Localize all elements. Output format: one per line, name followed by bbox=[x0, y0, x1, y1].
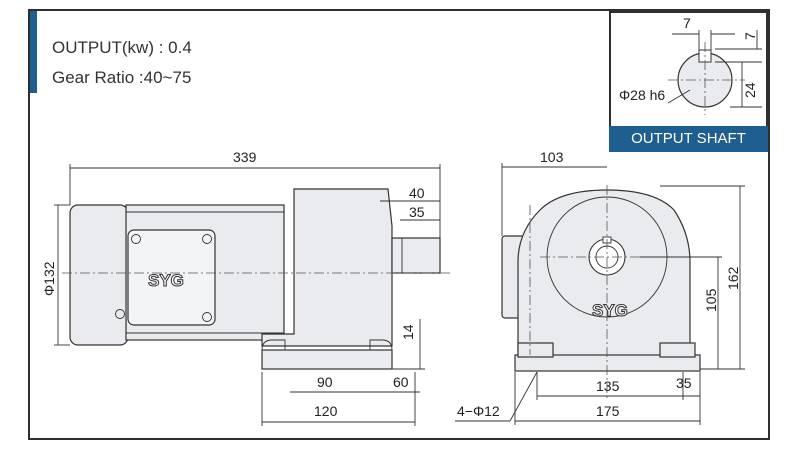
shaft-length-35-label: 35 bbox=[409, 204, 425, 220]
motor-side-view bbox=[62, 188, 450, 370]
width-135-label: 135 bbox=[596, 378, 620, 394]
shaft-diameter-label: Φ28 h6 bbox=[619, 87, 665, 103]
foot-120-label: 120 bbox=[314, 403, 338, 419]
motor-diameter-label: Φ132 bbox=[41, 261, 57, 296]
foot-60-label: 60 bbox=[393, 374, 409, 390]
output-spec: OUTPUT(kw) : 0.4 bbox=[52, 38, 192, 57]
edge-35-label: 35 bbox=[676, 375, 692, 391]
mounting-holes-label: 4−Φ12 bbox=[457, 403, 500, 419]
output-shaft-title: OUTPUT SHAFT bbox=[609, 126, 768, 152]
shaft-height-label: 24 bbox=[742, 82, 758, 98]
key-depth-label: 7 bbox=[742, 32, 758, 40]
reducer-front-view bbox=[455, 163, 745, 425]
center-105-label: 105 bbox=[703, 288, 719, 312]
foot-90-label: 90 bbox=[317, 374, 333, 390]
depth-103-label: 103 bbox=[540, 149, 564, 165]
gear-ratio-spec: Gear Ratio :40~75 bbox=[52, 68, 192, 87]
front-brand-label: SYG bbox=[592, 301, 628, 320]
shaft-length-40-label: 40 bbox=[409, 185, 425, 201]
foot-thickness-label: 14 bbox=[400, 324, 416, 340]
width-175-label: 175 bbox=[596, 403, 620, 419]
side-brand-label: SYG bbox=[148, 271, 184, 290]
overall-length-label: 339 bbox=[233, 149, 257, 165]
height-162-label: 162 bbox=[725, 266, 741, 290]
accent-bar bbox=[30, 11, 37, 93]
key-width-label: 7 bbox=[683, 15, 691, 31]
side-dimensions bbox=[54, 164, 441, 426]
shaft-section bbox=[667, 30, 762, 115]
